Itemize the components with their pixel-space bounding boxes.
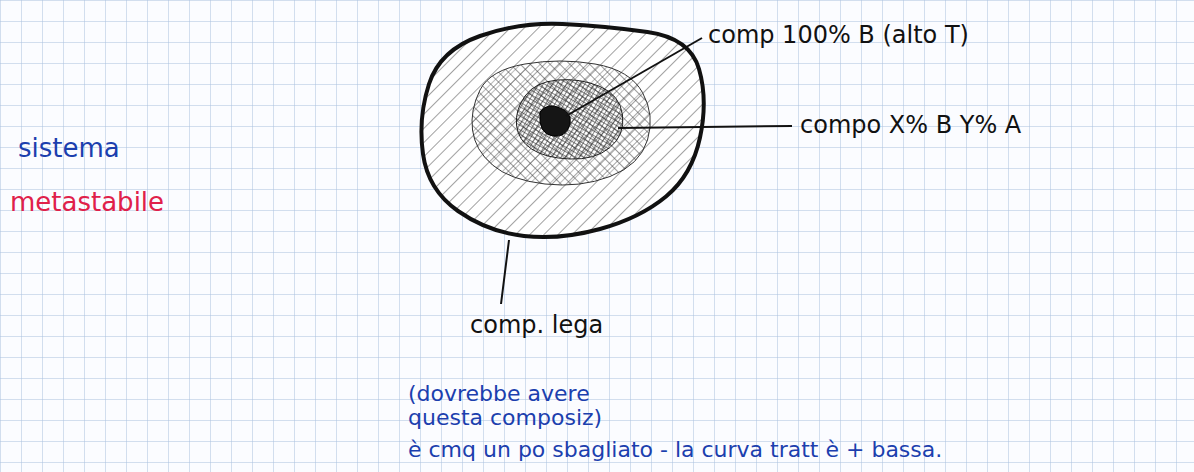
leader-line	[501, 240, 509, 304]
core-region	[540, 106, 571, 137]
note-title: sistema	[18, 134, 120, 163]
note-title: metastabile	[10, 188, 164, 217]
handwritten-note: è cmq un po sbagliato - la curva tratt è…	[408, 438, 942, 462]
callout-label: comp 100% B (alto T)	[708, 22, 969, 48]
callout-label: compo X% B Y% A	[800, 112, 1021, 138]
leader-line	[618, 126, 792, 128]
mixed-region	[472, 61, 650, 185]
leader-line	[566, 38, 702, 116]
alloy-hatch	[421, 24, 703, 237]
alloy-region	[421, 24, 703, 237]
handwritten-note: (dovrebbe avere questa composiz)	[408, 382, 638, 430]
callout-label: comp. lega	[470, 312, 603, 338]
